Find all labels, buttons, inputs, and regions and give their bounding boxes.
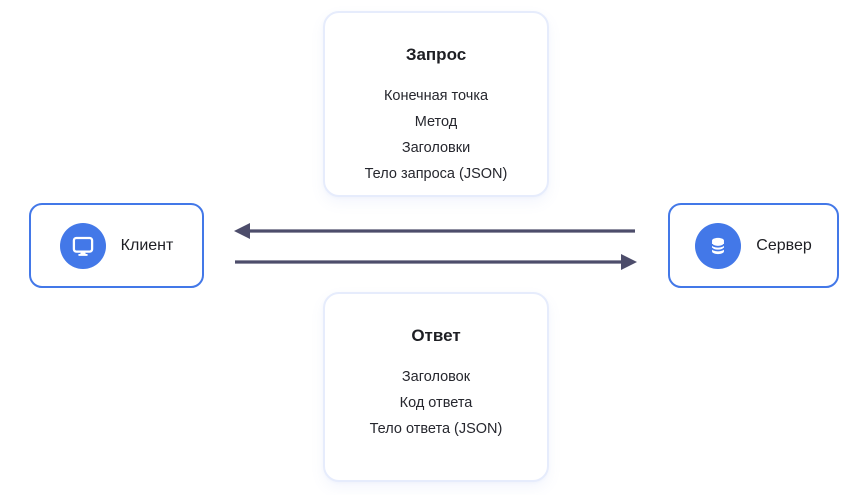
response-card: Ответ Заголовок Код ответа Тело ответа (… <box>323 292 549 482</box>
request-card-items: Конечная точка Метод Заголовки Тело запр… <box>325 83 547 187</box>
client-node-label: Клиент <box>120 236 174 254</box>
request-item-headers: Заголовки <box>401 140 471 156</box>
response-item-status-code: Код ответа <box>399 395 473 411</box>
response-card-title: Ответ <box>411 326 461 345</box>
server-icon-circle <box>695 222 742 269</box>
request-item-endpoint: Конечная точка <box>383 88 489 104</box>
monitor-icon <box>70 233 96 259</box>
database-icon <box>705 233 731 259</box>
response-item-header: Заголовок <box>401 369 471 385</box>
request-response-arrows <box>234 223 637 270</box>
client-node: Клиент <box>29 203 204 288</box>
client-icon-circle <box>59 222 106 269</box>
request-card: Запрос Конечная точка Метод Заголовки Те… <box>323 11 549 197</box>
request-card-title: Запрос <box>405 45 467 64</box>
server-node: Сервер <box>668 203 839 288</box>
arrow-to-server <box>235 254 637 270</box>
arrow-to-client <box>234 223 635 239</box>
response-item-body: Тело ответа (JSON) <box>369 421 503 437</box>
response-card-items: Заголовок Код ответа Тело ответа (JSON) <box>325 364 547 442</box>
request-item-method: Метод <box>414 114 458 130</box>
request-item-body: Тело запроса (JSON) <box>364 166 508 182</box>
server-node-label: Сервер <box>756 236 812 254</box>
